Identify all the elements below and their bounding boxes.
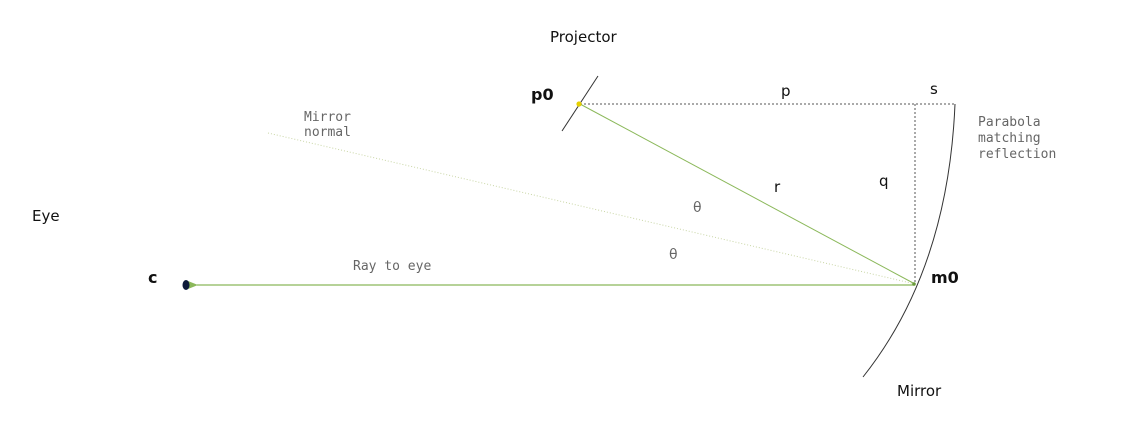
m0-label: m0 xyxy=(931,268,959,287)
mirror-curve xyxy=(862,103,956,378)
c-point xyxy=(182,280,190,290)
projector-label: Projector xyxy=(550,28,617,46)
c-label: c xyxy=(148,268,157,287)
theta-upper-label: θ xyxy=(693,200,702,216)
mirror-normal-label-line1: Mirror xyxy=(304,110,351,125)
mirror-label: Mirror xyxy=(897,382,942,400)
p-label: p xyxy=(781,82,791,100)
mirror-normal-label-line2: normal xyxy=(304,125,351,140)
s-label: s xyxy=(930,80,938,98)
parabola-label: Parabola matching reflection xyxy=(978,115,1056,162)
parabola-label-line1: Parabola xyxy=(978,115,1041,130)
ray-r xyxy=(579,103,916,285)
ray-to-eye-label: Ray to eye xyxy=(353,259,431,274)
theta-lower-label: θ xyxy=(669,247,678,263)
mirror-normal-label: Mirror normal xyxy=(304,110,359,140)
m0-point xyxy=(912,282,916,286)
parabola-label-line3: reflection xyxy=(978,147,1056,162)
q-label: q xyxy=(879,172,889,190)
parabola-label-line2: matching xyxy=(978,131,1041,146)
eye-label: Eye xyxy=(32,207,60,225)
p0-point xyxy=(576,101,582,107)
r-label: r xyxy=(774,178,781,196)
p0-label: p0 xyxy=(531,85,554,104)
